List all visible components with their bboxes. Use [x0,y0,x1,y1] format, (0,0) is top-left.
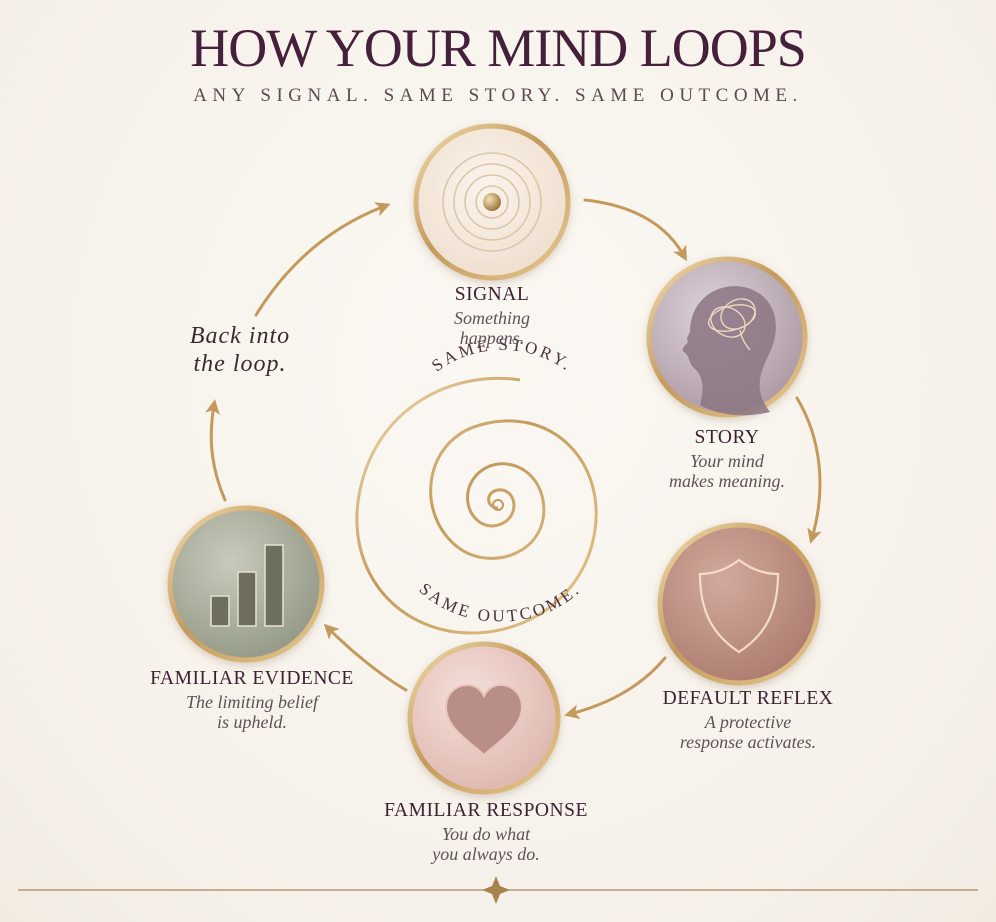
reflex-desc-1: A protective [704,712,792,732]
concentric-circles-icon [442,152,542,252]
arrow-reflex-to-response [564,656,667,720]
signal-desc-1: Something [454,308,530,328]
page-title: HOW YOUR MIND LOOPS [190,18,807,78]
loop-note: Back into the loop. [160,322,320,378]
signal-title: SIGNAL [454,284,530,305]
shield-icon [698,558,780,654]
story-title: STORY [694,427,760,448]
loop-note-line1: Back into [189,323,291,349]
node-default-reflex [657,522,821,686]
response-title: FAMILIAR RESPONSE [384,800,588,821]
bar-chart-icon [210,544,284,627]
arrow-story-to-reflex [795,396,822,544]
arrow-evidence-to-back [205,399,227,502]
evidence-desc-1: The limiting belief [186,692,318,712]
label-familiar-evidence: FAMILIAR EVIDENCE The limiting belief is… [130,668,374,732]
story-desc-2: makes meaning. [669,471,785,491]
label-familiar-response: FAMILIAR RESPONSE You do what you always… [354,800,618,864]
arrow-back-to-signal [254,202,391,317]
spiral-bottom-text: SAME OUTCOME. [416,579,582,626]
arrow-response-to-evidence [323,623,408,692]
center-spiral: SAME STORY. SAME OUTCOME. [355,335,598,635]
head-profile-icon [682,286,776,416]
evidence-title: FAMILIAR EVIDENCE [150,668,354,689]
svg-text:SAME OUTCOME.: SAME OUTCOME. [416,579,585,626]
arrow-signal-to-story [583,198,687,262]
response-desc-2: you always do. [432,844,540,864]
heart-icon [444,683,524,757]
bottom-divider [18,876,978,904]
page-subtitle: ANY SIGNAL. SAME STORY. SAME OUTCOME. [193,85,803,106]
label-signal: SIGNAL Something happens. [392,284,592,348]
reflex-desc-2: response activates. [679,732,817,752]
evidence-desc-2: is upheld. [217,712,287,732]
story-desc-1: Your mind [690,451,764,471]
signal-desc-2: happens. [459,328,525,348]
label-default-reflex: DEFAULT REFLEX A protective response act… [628,688,868,752]
reflex-title: DEFAULT REFLEX [662,688,834,709]
response-desc-1: You do what [441,824,531,844]
label-story: STORY Your mind makes meaning. [627,427,827,491]
loop-arrows [205,198,822,720]
loop-note-line2: the loop. [193,351,287,377]
